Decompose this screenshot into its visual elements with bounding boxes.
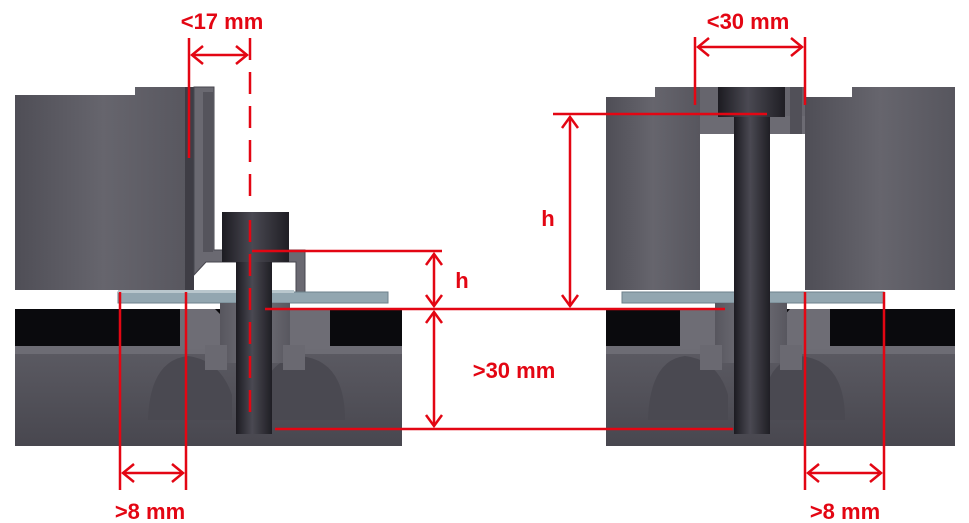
right-screw-head [718,87,785,117]
label-left-bottom: >8 mm [115,499,185,523]
right-assembly [606,87,955,446]
right-upper-panel-right [805,87,955,290]
label-right-height: h [541,206,554,231]
label-right-bottom: >8 mm [810,499,880,523]
left-upper-panel [15,87,192,290]
dimension-labels: <17 mm h >30 mm >8 mm <30 mm h >8 mm [115,9,880,523]
right-upper-panel-left [606,87,700,290]
label-depth: >30 mm [473,358,556,383]
dimension-lines [118,37,886,490]
left-assembly [15,86,402,446]
left-screw-head [222,212,289,262]
label-left-height: h [455,268,468,293]
left-screw-shank [236,262,272,434]
label-right-top: <30 mm [707,9,790,34]
label-left-top: <17 mm [181,9,264,34]
right-screw-shank [734,117,770,434]
